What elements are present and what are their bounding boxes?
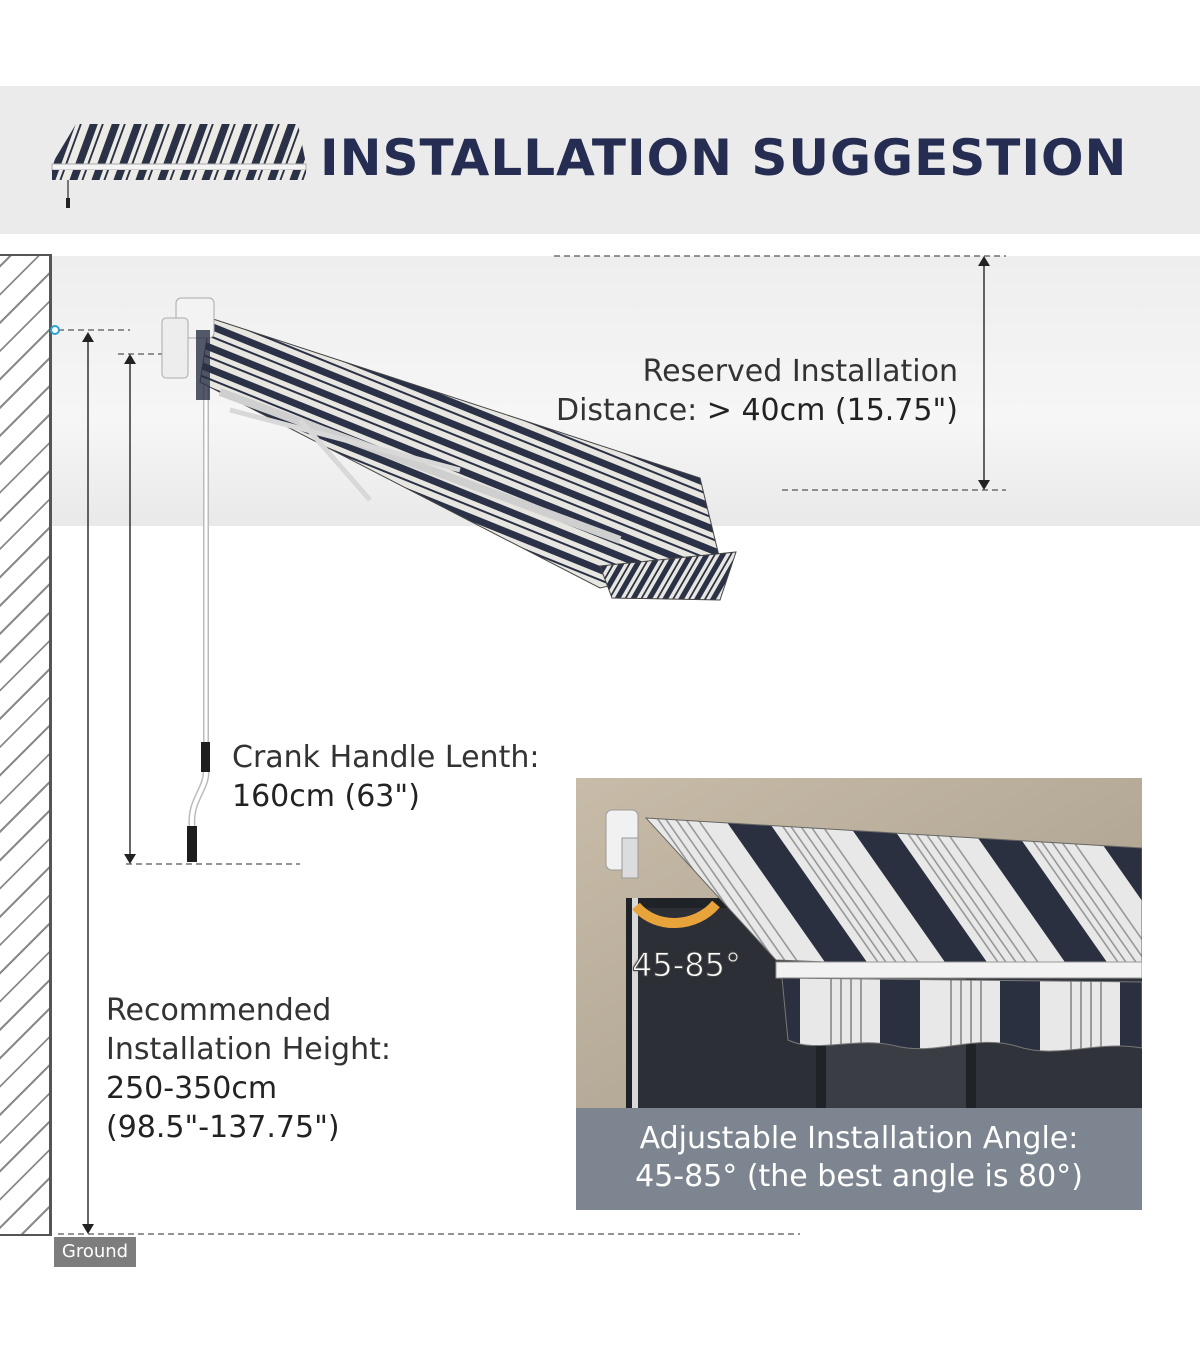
dimension-arrows [82, 256, 990, 1234]
angle-range-tag: 45-85° [632, 946, 742, 985]
reserved-distance-value: > 40cm (15.75") [706, 393, 958, 428]
crank-handle [187, 370, 210, 862]
caption-close: ) [1071, 1159, 1083, 1194]
reserved-distance-label: Reserved Installation Distance: > 40cm (… [540, 352, 958, 430]
crank-line1: Crank Handle Lenth: [232, 740, 540, 775]
caption-best-text: (the best angle is [737, 1159, 1018, 1194]
height-line2: Installation Height: [106, 1032, 391, 1067]
wall [0, 254, 52, 1236]
awning-illustration [161, 297, 737, 601]
dashed-guides [58, 255, 1006, 1235]
page-title: INSTALLATION SUGGESTION [320, 129, 1128, 187]
reserved-distance-prefix: Distance: [555, 393, 707, 428]
caption-angle-range: 45-85° [635, 1159, 738, 1194]
ground-label: Ground [54, 1237, 136, 1267]
reserved-line2: Distance: > 40cm (15.75") [540, 391, 958, 430]
crank-handle-label: Crank Handle Lenth: 160cm (63") [232, 738, 539, 816]
height-value-in: (98.5"-137.75") [106, 1110, 340, 1145]
awning-icon [51, 124, 307, 208]
angle-caption: Adjustable Installation Angle: 45-85° (t… [576, 1108, 1142, 1210]
awning-photo-illustration [576, 778, 1142, 1108]
angle-photo: 45-85° Adjustable Installation Angle: 45… [576, 778, 1142, 1210]
installation-height-label: Recommended Installation Height: 250-350… [106, 991, 391, 1147]
height-value-cm: 250-350cm [106, 1071, 278, 1106]
height-line1: Recommended [106, 993, 332, 1028]
caption-line2: 45-85° (the best angle is 80°) [576, 1158, 1142, 1196]
crank-length-value: 160cm (63") [232, 779, 420, 814]
caption-line1: Adjustable Installation Angle: [639, 1121, 1079, 1156]
reserved-line1: Reserved Installation [642, 354, 958, 389]
caption-best-angle: 80° [1018, 1159, 1072, 1194]
